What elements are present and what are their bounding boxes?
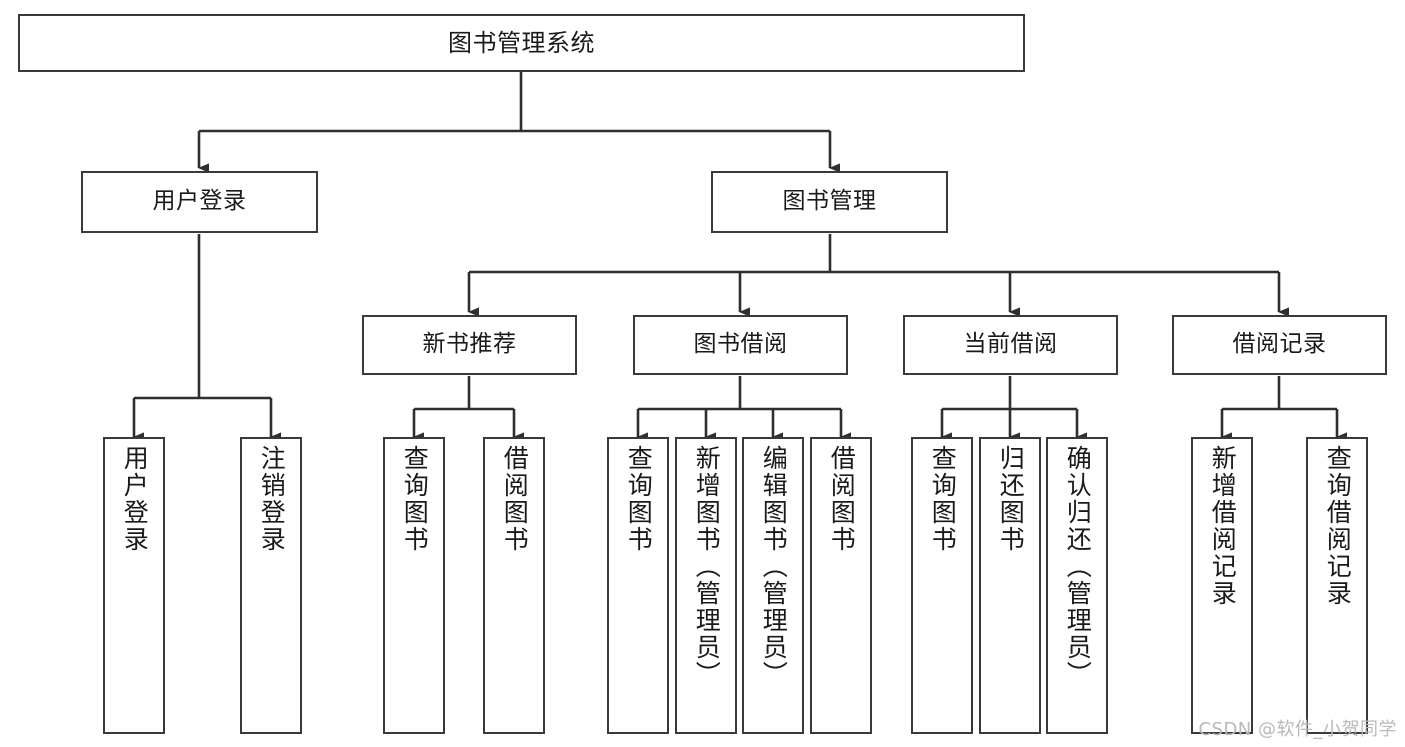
leaf-logout[interactable]: 注销登录	[240, 437, 302, 734]
node-label: 查询图书	[928, 445, 958, 553]
leaf-confirm-return-admin[interactable]: 确认归还（管理员）	[1046, 437, 1108, 734]
node-label: 编辑图书（管理员）	[759, 445, 789, 688]
node-label: 查询图书	[400, 445, 430, 553]
node-label: 图书管理	[782, 188, 877, 215]
leaf-query-borrow-record[interactable]: 查询借阅记录	[1306, 437, 1368, 734]
node-label: 新书推荐	[422, 331, 517, 358]
node-label: 用户登录	[120, 445, 150, 553]
node-book-borrowing[interactable]: 图书借阅	[633, 315, 848, 375]
node-label: 注销登录	[257, 445, 287, 553]
leaf-edit-book-admin[interactable]: 编辑图书（管理员）	[742, 437, 804, 734]
leaf-return-book[interactable]: 归还图书	[979, 437, 1041, 734]
node-current-borrowing[interactable]: 当前借阅	[903, 315, 1118, 375]
node-label: 图书借阅	[693, 331, 788, 358]
leaf-user-login[interactable]: 用户登录	[103, 437, 165, 734]
node-label: 归还图书	[996, 445, 1026, 553]
node-book-management[interactable]: 图书管理	[711, 171, 948, 233]
node-label: 新增借阅记录	[1208, 445, 1238, 607]
leaf-add-borrow-record[interactable]: 新增借阅记录	[1191, 437, 1253, 734]
node-root-book-management-system[interactable]: 图书管理系统	[18, 14, 1025, 72]
node-label: 图书管理系统	[448, 28, 595, 57]
leaf-query-book-new-rec[interactable]: 查询图书	[383, 437, 445, 734]
node-label: 当前借阅	[963, 331, 1058, 358]
node-new-book-recommendation[interactable]: 新书推荐	[362, 315, 577, 375]
node-label: 新增图书（管理员）	[692, 445, 722, 688]
node-borrowing-records[interactable]: 借阅记录	[1172, 315, 1387, 375]
leaf-query-book-borrowing[interactable]: 查询图书	[607, 437, 669, 734]
node-label: 用户登录	[152, 188, 247, 215]
leaf-borrow-book-borrowing[interactable]: 借阅图书	[810, 437, 872, 734]
leaf-borrow-book-new-rec[interactable]: 借阅图书	[483, 437, 545, 734]
node-label: 查询图书	[624, 445, 654, 553]
node-label: 借阅图书	[500, 445, 530, 553]
node-label: 借阅记录	[1232, 331, 1327, 358]
leaf-add-book-admin[interactable]: 新增图书（管理员）	[675, 437, 737, 734]
node-label: 借阅图书	[827, 445, 857, 553]
node-label: 确认归还（管理员）	[1063, 445, 1093, 688]
watermark: CSDN @软件_小贺同学	[1198, 719, 1397, 740]
leaf-query-book-current[interactable]: 查询图书	[911, 437, 973, 734]
node-user-login[interactable]: 用户登录	[81, 171, 318, 233]
node-label: 查询借阅记录	[1323, 445, 1353, 607]
